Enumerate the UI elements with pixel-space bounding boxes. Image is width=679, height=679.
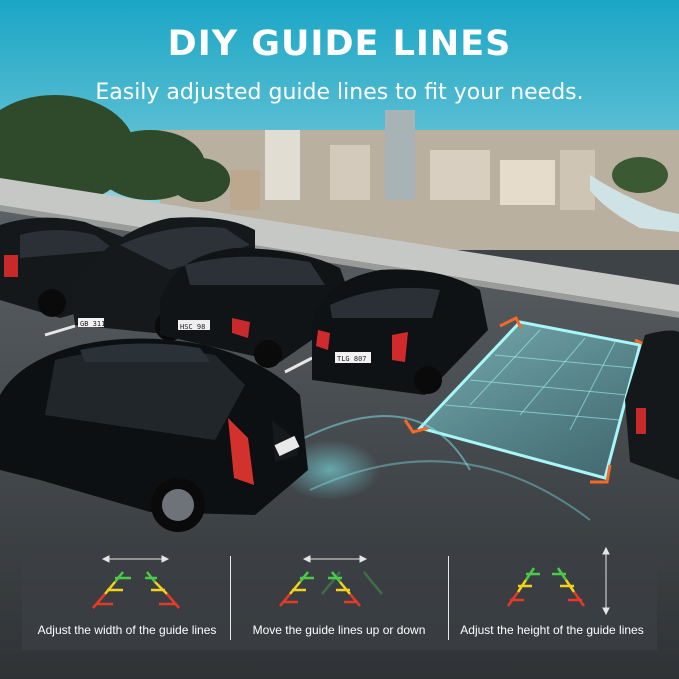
car-center-rear: TLG 807 [312,269,488,395]
plate-center: TLG 807 [337,355,367,363]
feature-divider [448,556,449,640]
guide-lines-icon [506,567,586,607]
parking-lines [44,324,313,374]
guide-lines-height-demo [506,546,610,616]
feature-divider [230,556,231,640]
caption-position: Move the guide lines up or down [252,623,426,637]
guide-lines-icon [92,571,180,609]
car-middle-hatch: HSC 98 [160,248,355,368]
feature-panel: Adjust the width of the guide lines Move… [22,538,657,650]
width-arrow-icon [101,555,170,563]
guide-lines-position-demo [279,555,383,607]
move-arrow-icon [302,555,368,563]
caption-width: Adjust the width of the guide lines [37,623,217,637]
height-arrow-icon [602,546,610,616]
plate-left: GB 311 [80,320,105,328]
page-subtitle: Easily adjusted guide lines to fit your … [95,80,584,105]
plate-middle: HSC 98 [180,323,205,331]
trees [0,95,668,205]
guide-lines-icon [279,571,383,607]
guide-lines-width-demo [92,555,180,609]
parking-wall [0,178,679,312]
car-foreground-suv [0,338,308,532]
city-skyline [160,110,679,250]
guide-zone-overlay [280,315,651,521]
car-right-edge [625,330,679,480]
page-title: DIY GUIDE LINES [167,24,512,64]
caption-height: Adjust the height of the guide lines [460,623,644,637]
